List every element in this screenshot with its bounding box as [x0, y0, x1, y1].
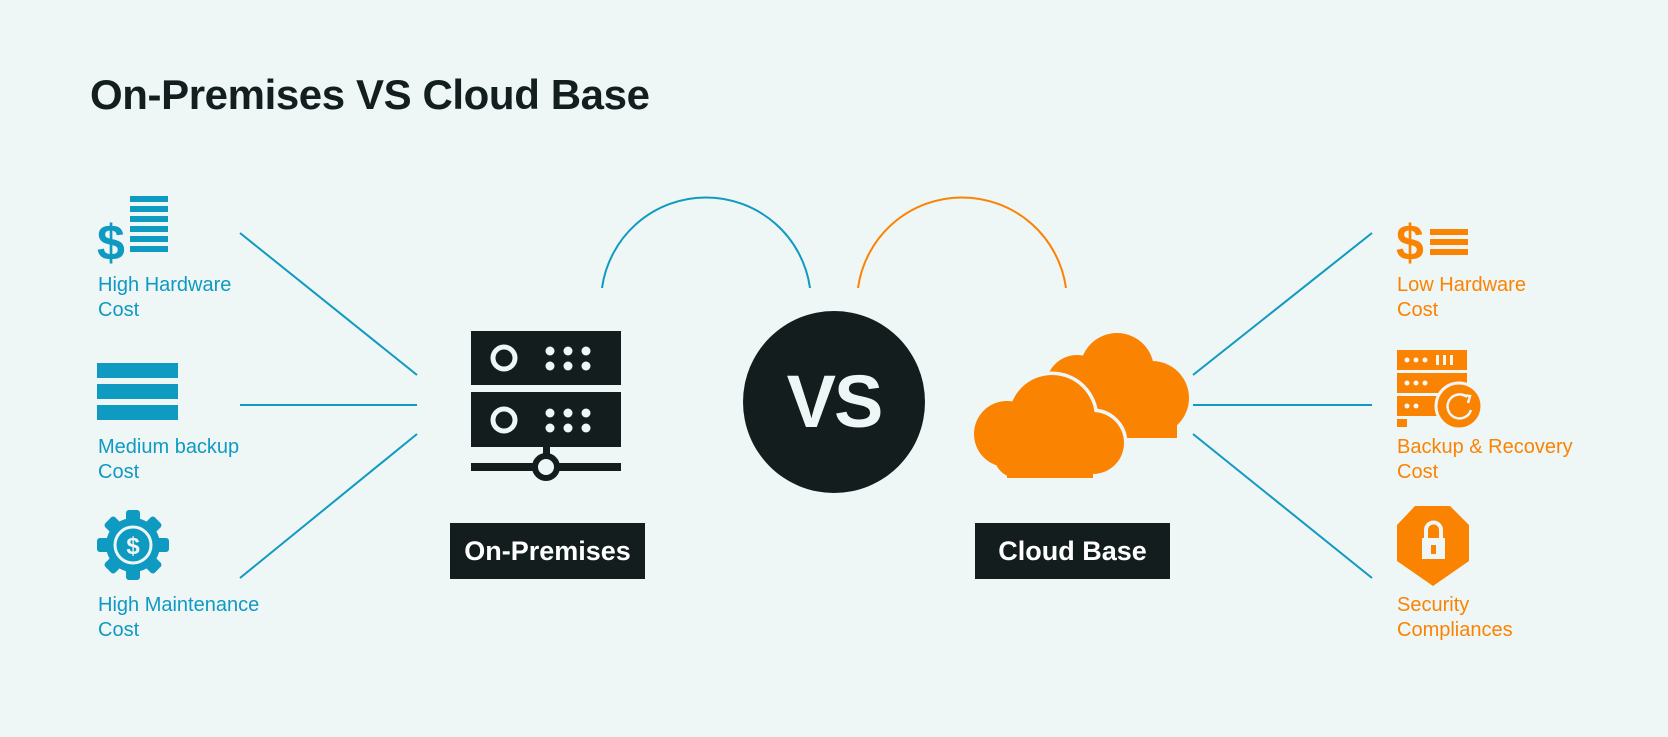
vs-circle — [743, 311, 925, 493]
connector-line — [1192, 433, 1373, 579]
feature-label-line: High Maintenance — [98, 594, 260, 616]
connector-line — [1192, 232, 1373, 376]
feature-label-line: Cost — [1397, 461, 1439, 483]
svg-text:$: $ — [97, 215, 125, 271]
feature-label-line: Backup & Recovery — [1397, 436, 1573, 458]
svg-text:$: $ — [1396, 215, 1424, 271]
cloud-icon — [970, 333, 1189, 478]
dollar-stack-icon: $ — [1396, 215, 1468, 271]
server-recovery-icon — [1397, 350, 1484, 431]
feature-high-hardware-cost: High Hardware Cost — [98, 273, 298, 323]
layers-icon — [97, 363, 178, 420]
feature-label-line: Cost — [1397, 299, 1439, 321]
dollar-gear-icon: $ — [97, 510, 169, 580]
feature-medium-backup-cost: Medium backup Cost — [98, 435, 298, 485]
feature-security-compliances: Security Compliances — [1397, 593, 1597, 643]
on-premises-label: On-Premises — [450, 523, 645, 579]
security-lock-icon — [1397, 506, 1469, 586]
feature-label-line: Medium backup — [98, 436, 240, 458]
feature-label-line: Compliances — [1397, 619, 1513, 641]
feature-label-line: Security — [1397, 594, 1470, 616]
orange-arc — [857, 196, 1067, 289]
svg-text:$: $ — [126, 533, 140, 560]
feature-label-line: High Hardware — [98, 274, 232, 296]
page-title: On-Premises VS Cloud Base — [90, 71, 650, 118]
feature-high-maintenance-cost: High Maintenance Cost — [98, 593, 298, 643]
cloud-base-label: Cloud Base — [975, 523, 1170, 579]
dollar-stack-icon: $ — [97, 196, 168, 271]
server-rack-icon — [471, 331, 621, 481]
blue-arc — [601, 196, 811, 289]
vs-label: VS — [786, 360, 884, 443]
feature-label-line: Cost — [98, 299, 140, 321]
feature-backup-recovery-cost: Backup & Recovery Cost — [1397, 435, 1597, 485]
connector-line — [239, 433, 418, 579]
feature-low-hardware-cost: Low Hardware Cost — [1397, 273, 1597, 323]
feature-label-line: Low Hardware — [1397, 274, 1526, 296]
left-connectors — [239, 232, 418, 579]
feature-label-line: Cost — [98, 461, 140, 483]
connector-line — [239, 232, 418, 376]
feature-label-line: Cost — [98, 619, 140, 641]
right-connectors — [1192, 232, 1373, 579]
